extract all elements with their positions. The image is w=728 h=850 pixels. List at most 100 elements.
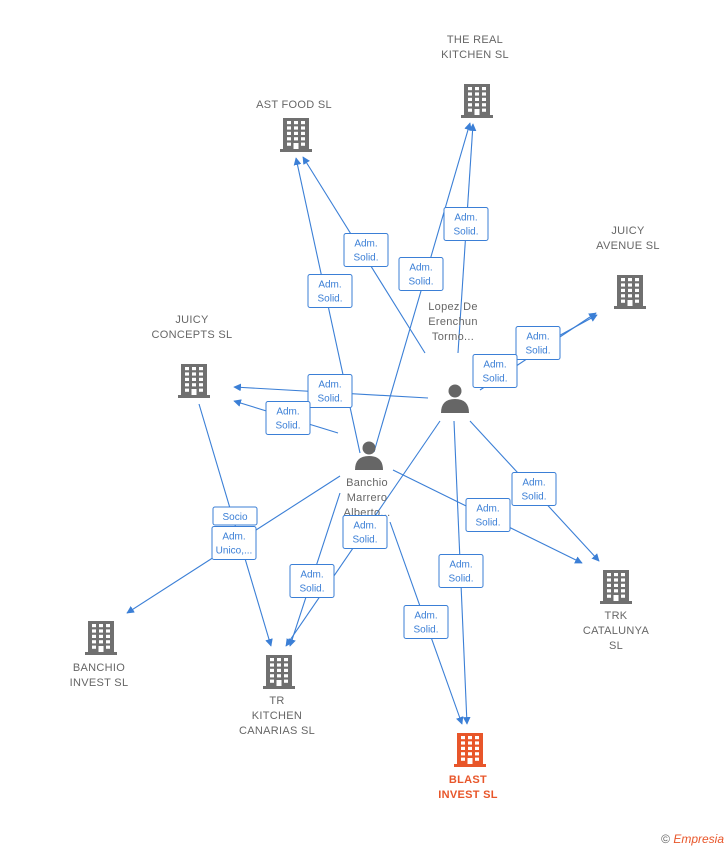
edge-label-text: Solid. [352,535,377,546]
building-icon [600,570,632,604]
copyright-icon: © [661,832,670,846]
node-label: Marrero [347,492,388,504]
node-banchio[interactable]: BanchioMarreroAlberto... [343,441,390,520]
edge-label-lopez-real[interactable]: Adm. Solid. [443,207,489,241]
edge-label-text: Adm. [522,478,545,489]
edge-label-text: Solid. [448,574,473,585]
edge-label-text: Solid. [525,346,550,357]
node-trk[interactable]: TRK CATALUNYA SL [583,570,650,652]
node-label: JUICY [611,225,645,237]
edge-label-text: Adm. [222,532,245,543]
edge-label-lopez-trk[interactable]: Adm. Solid. [511,472,557,506]
edge-label-box [438,554,484,588]
node-label: CATALUNYA [583,625,650,637]
edge-label-lopez-blast[interactable]: Adm. Solid. [438,554,484,588]
edge-label-text: Adm. [276,407,299,418]
edge-label-box [307,374,353,408]
node-label: TR [269,695,284,707]
edge-label-text: Solid. [317,294,342,305]
edge-label-text: Socio [222,512,247,523]
node-ast[interactable]: AST FOOD SL [256,99,332,152]
edge-label-text: Adm. [318,280,341,291]
edge-label-lopez-juicyav[interactable]: Adm. Solid. [515,326,561,360]
node-label: INVEST SL [438,789,498,801]
edge-label-box [511,472,557,506]
person-icon [355,441,383,470]
edge-label-text: Adm. [414,611,437,622]
edge-label-text: Adm. [526,332,549,343]
edge-label-box [307,274,353,308]
edge-label-box [403,605,449,639]
edge-label-banchio-trkit[interactable]: Adm.Solid. [289,564,335,598]
edge-label-box [212,506,258,526]
edge-label-text: Solid. [408,277,433,288]
node-label: AVENUE SL [596,240,660,252]
edge-label-lopez-ast[interactable]: Adm. Solid. [343,233,389,267]
brand-name: Empresia [673,832,724,846]
edge-label-text: Adm. [476,504,499,515]
edge-label-text: Adm. [353,521,376,532]
building-icon [85,621,117,655]
edge-label-text: Solid. [482,374,507,385]
edge-label-lopez-trkit[interactable]: Adm. Solid. [342,515,388,549]
edge-label-text: Adm. [449,560,472,571]
node-label: Lopez De [428,301,478,313]
node-label: BANCHIO [73,662,125,674]
edge-label-text: Adm. [454,213,477,224]
building-icon [461,84,493,118]
edge-label-text: Adm. [409,263,432,274]
edge-label-banchio-juicyco[interactable]: Adm. Solid. [265,401,311,435]
edge-label-text: Solid. [453,227,478,238]
edge-label-box [515,326,561,360]
node-label: Erenchun [428,316,478,328]
node-lopez[interactable]: Lopez De ErenchunTormo... [428,301,478,413]
node-label: TRK [605,610,628,622]
node-label: SL [609,640,623,652]
node-label: JUICY [175,314,209,326]
edge-label-box [342,515,388,549]
building-icon [614,275,646,309]
node-label: BLAST [449,774,487,786]
edge-label-text: Adm. [300,570,323,581]
node-juicyav[interactable]: JUICY AVENUE SL [596,225,660,309]
building-icon [178,364,210,398]
edge-label-box [472,354,518,388]
node-label: AST FOOD SL [256,99,332,111]
edge-label-box [265,401,311,435]
edge-label-banchio-juicyav[interactable]: Adm. Solid. [472,354,518,388]
edge-label-text: Solid. [353,253,378,264]
edge-label-banchio-ast[interactable]: Adm. Solid. [307,274,353,308]
edge-label-box [211,526,257,560]
edge-label-juicyco-trkit[interactable]: Socio [212,506,258,526]
node-label: THE REAL [447,34,503,46]
edge-label-banchio-blast[interactable]: Adm.Solid. [403,605,449,639]
node-label: Tormo... [432,331,474,343]
edge-label-text: Solid. [317,394,342,405]
edge-label-text: Adm. [483,360,506,371]
footer-credit: © Empresia [661,832,724,846]
edge-label-box [443,207,489,241]
node-blast[interactable]: BLAST INVEST SL [438,733,498,801]
edge-label-banchio-real[interactable]: Adm. Solid. [398,257,444,291]
edge-label-lopez-juicyco[interactable]: Adm. Solid. [307,374,353,408]
edge-label-banchio-trk[interactable]: Adm. Solid. [465,498,511,532]
edge-label-box [343,233,389,267]
edge-label-text: Adm. [318,380,341,391]
edge-label-text: Unico,... [216,546,253,557]
edge-label-text: Adm. [354,239,377,250]
edge-labels-layer: Adm. Solid. Adm. Solid. Adm. Solid. Adm. Solid.… [211,207,561,639]
edge-label-box [289,564,335,598]
edge-label-text: Solid. [475,518,500,529]
edge-label-text: Solid. [275,421,300,432]
node-label: Banchio [346,477,388,489]
edge-label-banchio-binvest[interactable]: Adm. Unico,... [211,526,257,560]
building-icon [280,118,312,152]
edge-label-text: Solid. [521,492,546,503]
building-icon [454,733,486,767]
